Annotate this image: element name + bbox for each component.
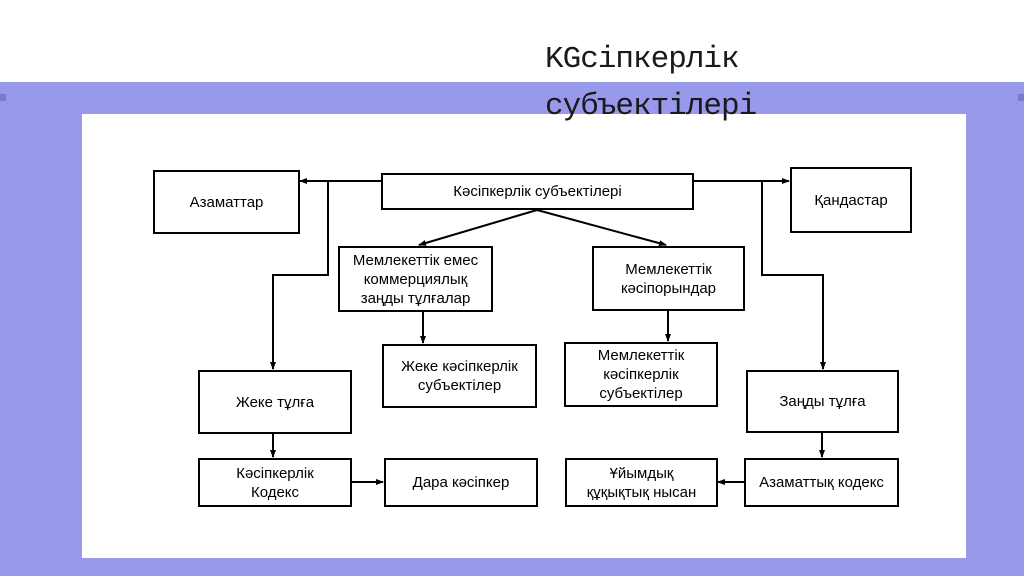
band-marker-right	[1018, 94, 1024, 101]
box-org-legal-form: Ұйымдық құқықтық нысан	[565, 458, 718, 507]
box-citizens: Азаматтар	[153, 170, 300, 234]
band-marker-left	[0, 94, 6, 101]
box-legal-entity: Заңды тұлға	[746, 370, 899, 433]
arrow-to-legal-entity	[761, 181, 826, 370]
box-business-code: Кәсіпкерлік Кодекс	[198, 458, 352, 507]
box-kandas: Қандастар	[790, 167, 912, 233]
title-line-2: субъектілері	[545, 89, 757, 124]
arrow-root-to-state-enterprises	[536, 209, 667, 247]
title-line-1: KGcіпкерлік	[545, 42, 740, 77]
arrow-to-individual	[270, 181, 329, 370]
box-non-state: Мемлекеттік емес коммерциялық заңды тұлғ…	[338, 246, 493, 312]
box-individual: Жеке тұлға	[198, 370, 352, 434]
arrow-root-to-non-state	[418, 209, 538, 246]
box-private-subjects: Жеке кәсіпкерлік субъектілер	[382, 344, 537, 408]
box-state-subjects: Мемлекеттік кәсіпкерлік субъектілер	[564, 342, 718, 407]
box-root: Кәсіпкерлік субъектілері	[381, 173, 694, 210]
box-sole-entrepreneur: Дара кәсіпкер	[384, 458, 538, 507]
slide-title: KGcіпкерлік субъектілері	[545, 36, 757, 130]
box-civil-code: Азаматтық кодекс	[744, 458, 899, 507]
box-state-enterprises: Мемлекеттік кәсіпорындар	[592, 246, 745, 311]
